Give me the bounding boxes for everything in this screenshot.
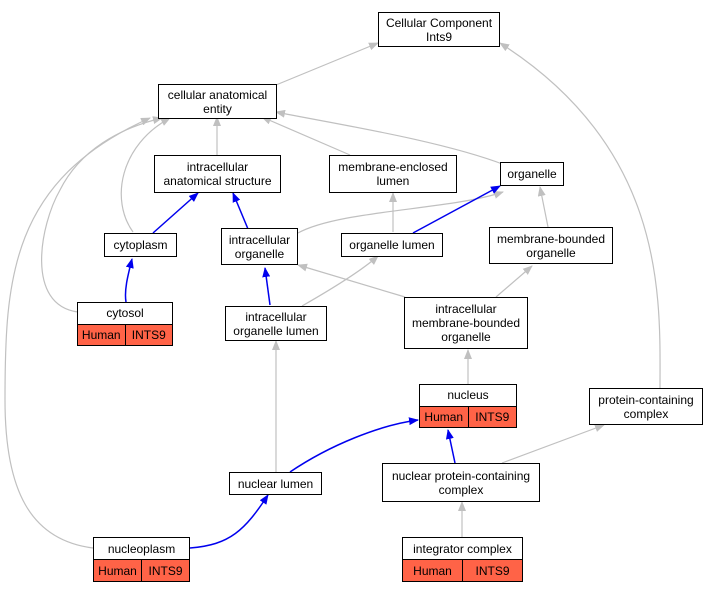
node-label: integrator complex	[403, 538, 522, 560]
node-protein-containing-complex[interactable]: protein-containing complex	[589, 388, 703, 425]
gene-cell[interactable]: INTS9	[467, 406, 516, 427]
node-label: nucleus	[420, 385, 516, 407]
edge-pcc-root	[499, 42, 661, 389]
node-intracellular-membrane-bounded-organelle[interactable]: intracellular membrane-bounded organelle	[404, 297, 528, 349]
node-organelle[interactable]: organelle	[500, 162, 564, 186]
species-cell[interactable]: Human	[403, 560, 462, 581]
edge-mbo-org	[537, 186, 549, 228]
edge-cyto-ias	[152, 192, 199, 234]
edge-cae-root	[275, 42, 379, 86]
edge-imbo-io	[297, 263, 406, 298]
edge-cyto-cae	[120, 117, 171, 233]
edge-cytosol-cyto	[124, 258, 134, 303]
node-cellular-anatomical-entity[interactable]: cellular anatomical entity	[158, 84, 277, 119]
edge-io-ias	[232, 192, 249, 230]
edge-mel-cae	[261, 116, 351, 156]
edge-iol-ol	[301, 255, 379, 307]
node-organelle-lumen[interactable]: organelle lumen	[341, 233, 443, 257]
node-label: nucleoplasm	[94, 538, 189, 560]
node-intracellular-organelle[interactable]: intracellular organelle	[221, 228, 298, 265]
node-intracellular-organelle-lumen[interactable]: intracellular organelle lumen	[225, 306, 327, 341]
gene-cell[interactable]: INTS9	[462, 560, 522, 581]
edge-cytosol-cae	[41, 116, 163, 313]
node-cytosol[interactable]: cytosol Human INTS9	[77, 302, 173, 346]
annotation-row: Human INTS9	[420, 406, 516, 427]
edge-imbo-mbo	[495, 265, 533, 298]
node-nucleus[interactable]: nucleus Human INTS9	[419, 384, 517, 428]
gene-cell[interactable]: INTS9	[124, 324, 172, 345]
gene-cell[interactable]: INTS9	[141, 560, 189, 581]
edge-iol-io	[262, 267, 271, 306]
species-cell[interactable]: Human	[78, 324, 125, 345]
species-cell[interactable]: Human	[420, 406, 468, 427]
node-nucleoplasm[interactable]: nucleoplasm Human INTS9	[93, 537, 190, 582]
annotation-row: Human INTS9	[94, 560, 189, 581]
node-membrane-bounded-organelle[interactable]: membrane-bounded organelle	[489, 227, 613, 264]
node-label: cytosol	[78, 303, 172, 325]
species-cell[interactable]: Human	[94, 560, 141, 581]
edge-npcc-pcc	[501, 424, 605, 464]
node-intracellular-anatomical-structure[interactable]: intracellular anatomical structure	[154, 155, 281, 193]
node-nuclear-protein-containing-complex[interactable]: nuclear protein-containing complex	[382, 463, 540, 502]
node-nuclear-lumen[interactable]: nuclear lumen	[229, 472, 322, 495]
node-cytoplasm[interactable]: cytoplasm	[104, 233, 177, 257]
edge-io-org	[297, 191, 504, 234]
node-cellular-component-ints9[interactable]: Cellular Component Ints9	[378, 12, 500, 47]
edge-nucleoplasm-cae	[4, 117, 151, 549]
edge-npcc-nucleus	[445, 429, 456, 464]
node-integrator-complex[interactable]: integrator complex Human INTS9	[402, 537, 523, 582]
edge-nl-nucleus	[289, 417, 419, 473]
edge-nucleoplasm-nl	[189, 494, 269, 549]
edge-org-cae	[275, 109, 506, 166]
node-membrane-enclosed-lumen[interactable]: membrane-enclosed lumen	[329, 155, 457, 193]
edge-ol-org	[412, 185, 501, 234]
annotation-row: Human INTS9	[78, 324, 172, 345]
annotation-row: Human INTS9	[403, 560, 522, 581]
